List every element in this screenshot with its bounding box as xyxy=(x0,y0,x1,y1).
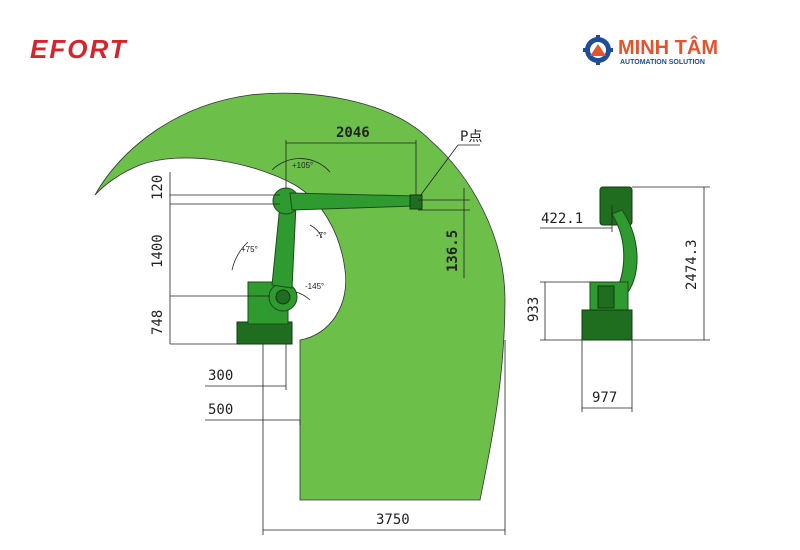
dimension-2046: 2046 xyxy=(285,125,417,195)
angle-arcs: +105° -7° +75° -145° xyxy=(231,158,331,301)
p-point-label: P点 xyxy=(460,129,482,145)
robot-lower-arm xyxy=(271,204,297,289)
dim-2474-3-label: 2474.3 xyxy=(684,239,700,290)
angle-lower-neg-label: -145° xyxy=(305,282,324,291)
dim-300-label: 300 xyxy=(208,368,233,384)
robot-front-view xyxy=(581,186,638,341)
dim-136-5-label: 136.5 xyxy=(445,230,461,272)
dim-2046-label: 2046 xyxy=(336,125,370,141)
dim-120-label: 120 xyxy=(150,175,166,200)
dim-500-label: 500 xyxy=(208,402,233,418)
dim-933-label: 933 xyxy=(526,297,542,322)
dim-422-1-label: 422.1 xyxy=(541,211,583,227)
workspace-area xyxy=(94,92,506,501)
p-point-marker: P点 xyxy=(419,129,482,197)
efort-logo: EFORT xyxy=(30,34,128,64)
dim-1400-label: 1400 xyxy=(150,234,166,268)
front-base xyxy=(581,309,633,341)
angle-forearm-label: -7° xyxy=(316,231,326,240)
bottom-dimensions: 300 500 3750 xyxy=(205,340,506,535)
gear-icon xyxy=(583,35,613,65)
minh-tam-tagline: AUTOMATION SOLUTION xyxy=(620,59,705,66)
dim-977-label: 977 xyxy=(592,390,617,406)
minh-tam-name: MINH TÂM xyxy=(618,35,718,59)
dim-748-label: 748 xyxy=(150,310,166,335)
efort-logo-text: EFORT xyxy=(30,34,128,64)
left-vertical-dimensions: 120 1400 748 xyxy=(150,172,280,345)
front-view-dimensions: 422.1 2474.3 933 977 xyxy=(526,186,710,412)
robot-wrist xyxy=(409,194,423,210)
robot-side-view xyxy=(236,187,423,345)
angle-upper-label: +105° xyxy=(292,161,313,170)
robot-base xyxy=(236,321,293,345)
angle-lower-pos-label: +75° xyxy=(241,245,258,254)
workspace-envelope xyxy=(94,92,506,501)
dimension-136-5: 136.5 xyxy=(418,188,470,278)
minh-tam-logo: MINH TÂM AUTOMATION SOLUTION xyxy=(583,35,718,66)
dim-3750-label: 3750 xyxy=(376,512,410,528)
